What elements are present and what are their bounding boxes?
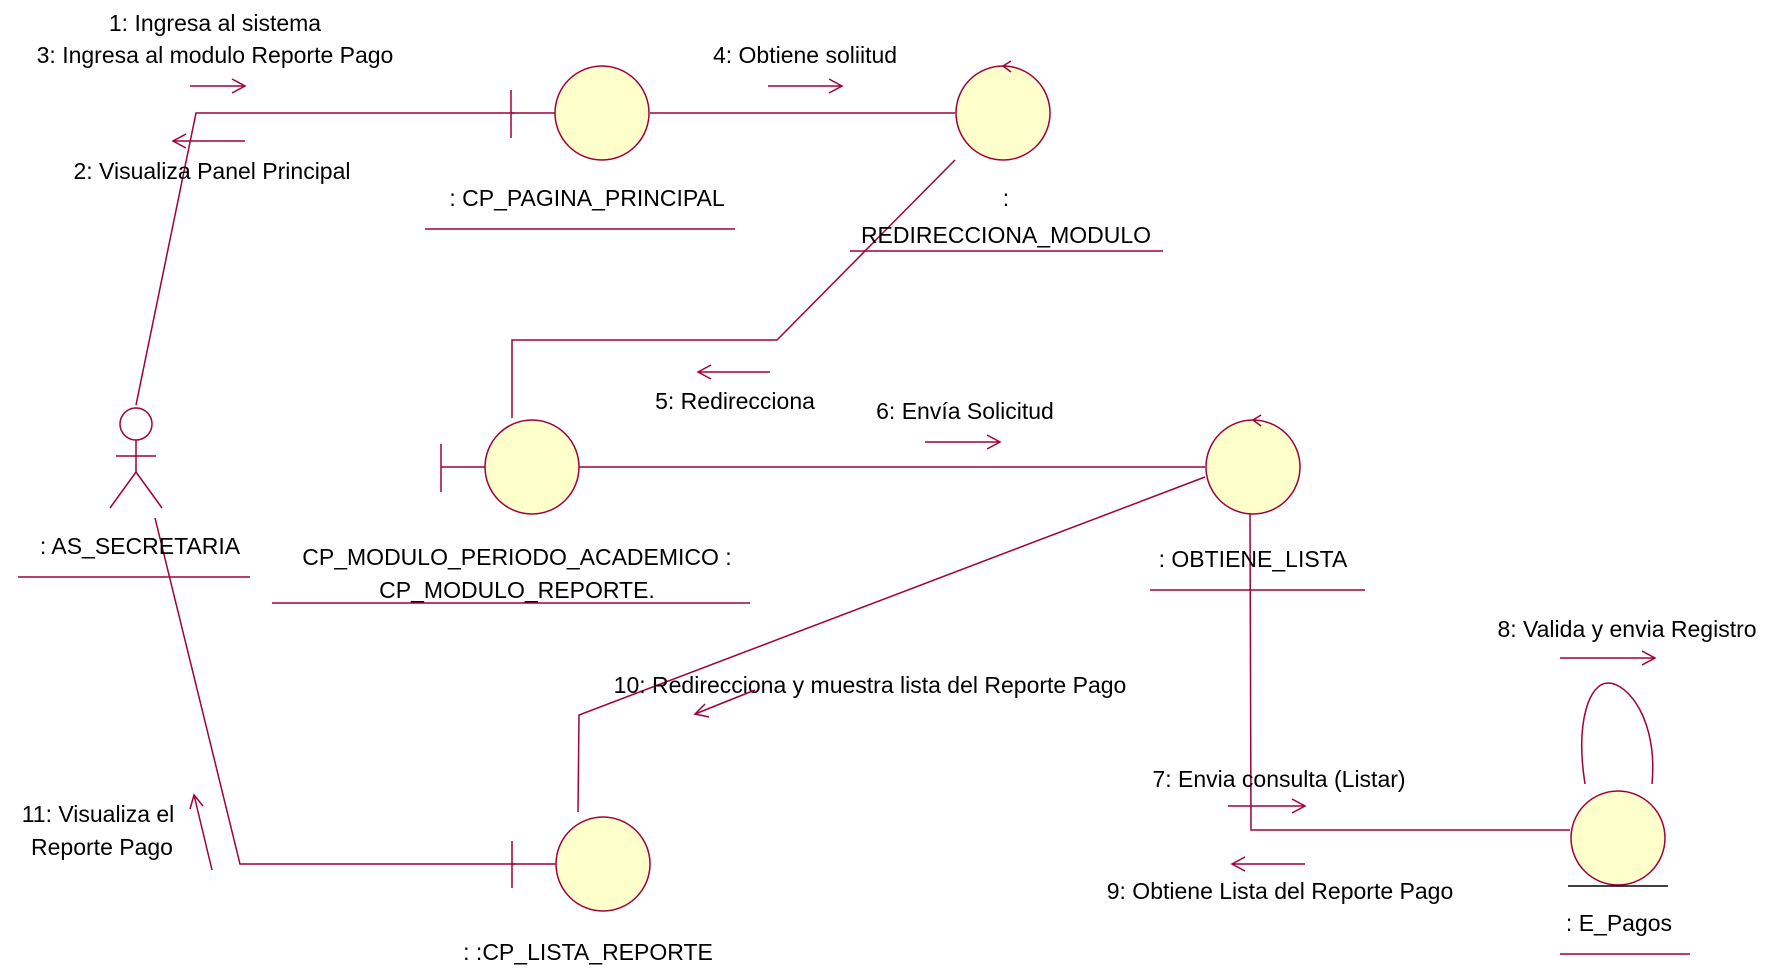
message-3: 3: Ingresa al modulo Reporte Pago (37, 42, 394, 68)
boundary-pagina-principal[interactable]: : CP_PAGINA_PRINCIPAL (425, 65, 735, 230)
message-7: 7: Envia consulta (Listar) (1152, 766, 1405, 792)
pagina-principal-label: : CP_PAGINA_PRINCIPAL (449, 185, 724, 211)
arrow-diagonal-m10 (693, 689, 756, 718)
control-arrowhead (1251, 414, 1262, 427)
obtiene-lista-label: : OBTIENE_LISTA (1159, 546, 1348, 572)
self-link-e-pagos (1581, 682, 1654, 785)
boundary-lista-reporte[interactable]: : :CP_LISTA_REPORTE (463, 816, 713, 965)
message-11-line2: Reporte Pago (31, 834, 173, 860)
arrow-right-m8 (1560, 650, 1657, 666)
control-circle (1205, 419, 1301, 515)
control-circle (955, 65, 1051, 161)
arrow-up-m11 (189, 793, 213, 871)
message-2: 2: Visualiza Panel Principal (73, 158, 350, 184)
e-pagos-label: : E_Pagos (1566, 910, 1672, 936)
arrow-right-m4 (768, 78, 844, 94)
control-arrowhead (1001, 60, 1012, 73)
boundary-circle (555, 816, 651, 912)
link-secretaria-pagina-principal (135, 112, 515, 406)
message-9: 9: Obtiene Lista del Reporte Pago (1107, 878, 1454, 904)
actor-head (119, 407, 153, 441)
arrow-right-m7 (1228, 798, 1307, 814)
boundary-circle (554, 65, 650, 161)
message-arrows (171, 78, 1657, 872)
modulo-reporte-label-line1: CP_MODULO_PERIODO_ACADEMICO : (302, 544, 731, 570)
modulo-reporte-label-line2: CP_MODULO_REPORTE. (379, 577, 655, 603)
actor-secretaria-label: : AS_SECRETARIA (40, 533, 241, 559)
control-redirecciona-modulo[interactable]: : REDIRECCIONA_MODULO (850, 60, 1163, 252)
arrow-right-m6 (925, 434, 1002, 450)
boundary-circle (484, 419, 580, 515)
control-obtiene-lista[interactable]: : OBTIENE_LISTA (1150, 414, 1365, 591)
message-8: 8: Valida y envia Registro (1497, 616, 1756, 642)
link-secretaria-lista-reporte (154, 517, 515, 865)
message-11-line1: 11: Visualiza el (22, 801, 175, 827)
lista-reporte-label: : :CP_LISTA_REPORTE (463, 939, 713, 965)
actor-secretaria[interactable]: : AS_SECRETARIA (18, 407, 250, 578)
arrow-left-m9 (1230, 856, 1305, 872)
arrow-left-m2 (171, 133, 245, 149)
redirecciona-label-line2: REDIRECCIONA_MODULO (861, 222, 1151, 248)
link-redirecciona-modulo-reporte (511, 159, 956, 418)
arrow-left-m5 (696, 364, 770, 380)
message-10: 10: Redirecciona y muestra lista del Rep… (614, 672, 1127, 698)
actor-leg-left (109, 471, 137, 509)
arrow-right-m1-m3 (190, 78, 247, 94)
message-6: 6: Envía Solicitud (876, 398, 1054, 424)
link-obtiene-lista-e-pagos (1249, 512, 1570, 831)
message-5: 5: Redirecciona (655, 388, 815, 414)
boundary-modulo-reporte[interactable]: CP_MODULO_PERIODO_ACADEMICO : CP_MODULO_… (272, 419, 750, 604)
entity-circle (1570, 790, 1666, 886)
message-4: 4: Obtiene soliitud (713, 42, 897, 68)
entity-e-pagos[interactable]: : E_Pagos (1560, 790, 1690, 955)
message-labels: 1: Ingresa al sistema 3: Ingresa al modu… (22, 10, 1757, 904)
redirecciona-label-line1: : (1003, 185, 1009, 211)
link-obtiene-lista-lista-reporte (577, 476, 1206, 813)
message-1: 1: Ingresa al sistema (109, 10, 321, 36)
connection-links (135, 112, 1654, 865)
actor-leg-right (135, 471, 163, 509)
